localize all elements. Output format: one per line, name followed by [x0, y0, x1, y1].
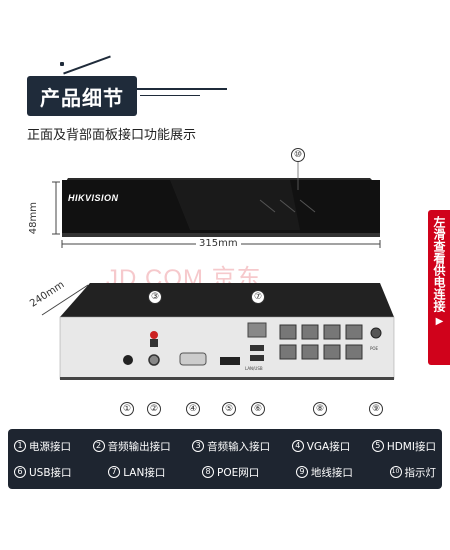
- height-label: 48mm: [28, 202, 39, 235]
- legend-label: 电源接口: [29, 440, 71, 453]
- side-tab-power-link[interactable]: 左滑查看供电连接 ▶: [428, 210, 450, 365]
- marker-7: ⑦: [251, 290, 265, 304]
- legend-label: 音频输入接口: [207, 440, 271, 453]
- page-title: 产品细节: [27, 76, 137, 116]
- usb-port-label: LAN/USB: [245, 366, 263, 371]
- legend-label: 指示灯: [404, 466, 437, 479]
- title-deco-top: [63, 55, 111, 75]
- marker-9: ⑨: [369, 402, 383, 416]
- legend-num: 3: [192, 440, 205, 452]
- title-deco-right-2: [140, 95, 200, 96]
- legend-num: 1: [14, 440, 26, 452]
- legend-label: USB接口: [29, 466, 72, 479]
- legend-num: 6: [14, 466, 26, 478]
- rear-panel: [59, 316, 395, 380]
- legend-label: VGA接口: [306, 440, 351, 453]
- audio-in-port: [150, 331, 158, 339]
- legend-num: 10: [389, 466, 402, 478]
- marker-8: ⑧: [313, 402, 327, 416]
- width-label: 315mm: [196, 238, 241, 249]
- hdmi-port: [220, 357, 240, 365]
- legend-num: 4: [291, 440, 304, 452]
- marker-4: ④: [186, 402, 200, 416]
- marker-10: ⑩: [291, 148, 305, 162]
- legend-num: 8: [201, 466, 214, 478]
- nvr-front-view: [52, 160, 381, 248]
- rear-top-surface: [60, 283, 394, 317]
- audio-out-port: [148, 354, 160, 366]
- page-subtitle: 正面及背部面板接口功能展示: [27, 128, 197, 143]
- power-port: [123, 355, 133, 365]
- poe-ports: [279, 324, 363, 360]
- nvr-rear-view: [41, 283, 395, 380]
- legend-label: 音频输出接口: [107, 440, 171, 453]
- marker-2: ②: [147, 402, 161, 416]
- vga-port: [179, 352, 207, 366]
- legend-label: HDMI接口: [386, 440, 436, 453]
- play-icon: ▶: [434, 316, 445, 327]
- brand-logo: HIKVISION: [68, 193, 119, 203]
- title-deco-right: [137, 88, 227, 90]
- marker-1: ①: [120, 402, 134, 416]
- front-bottom-edge: [62, 233, 380, 237]
- legend-num: 7: [108, 466, 121, 478]
- legend-num: 9: [295, 466, 308, 478]
- usb-port-1: [250, 345, 264, 351]
- marker-3: ③: [148, 290, 162, 304]
- marker-5: ⑤: [222, 402, 236, 416]
- front-panel-design: [170, 180, 300, 230]
- ground-port: [370, 327, 382, 339]
- legend-label: LAN接口: [123, 466, 166, 479]
- title-deco-dot: [60, 62, 64, 66]
- lan-port: [247, 322, 267, 338]
- legend-label: 地线接口: [310, 466, 353, 479]
- legend-label: POE网口: [216, 466, 260, 479]
- usb-port-2: [250, 355, 264, 361]
- poe-label: POE: [370, 346, 379, 351]
- side-tab-label: 左滑查看供电连接: [432, 216, 446, 312]
- legend-num: 2: [92, 440, 105, 452]
- depth-dim-line: [41, 284, 89, 316]
- marker-6: ⑥: [251, 402, 265, 416]
- legend-num: 5: [371, 440, 384, 452]
